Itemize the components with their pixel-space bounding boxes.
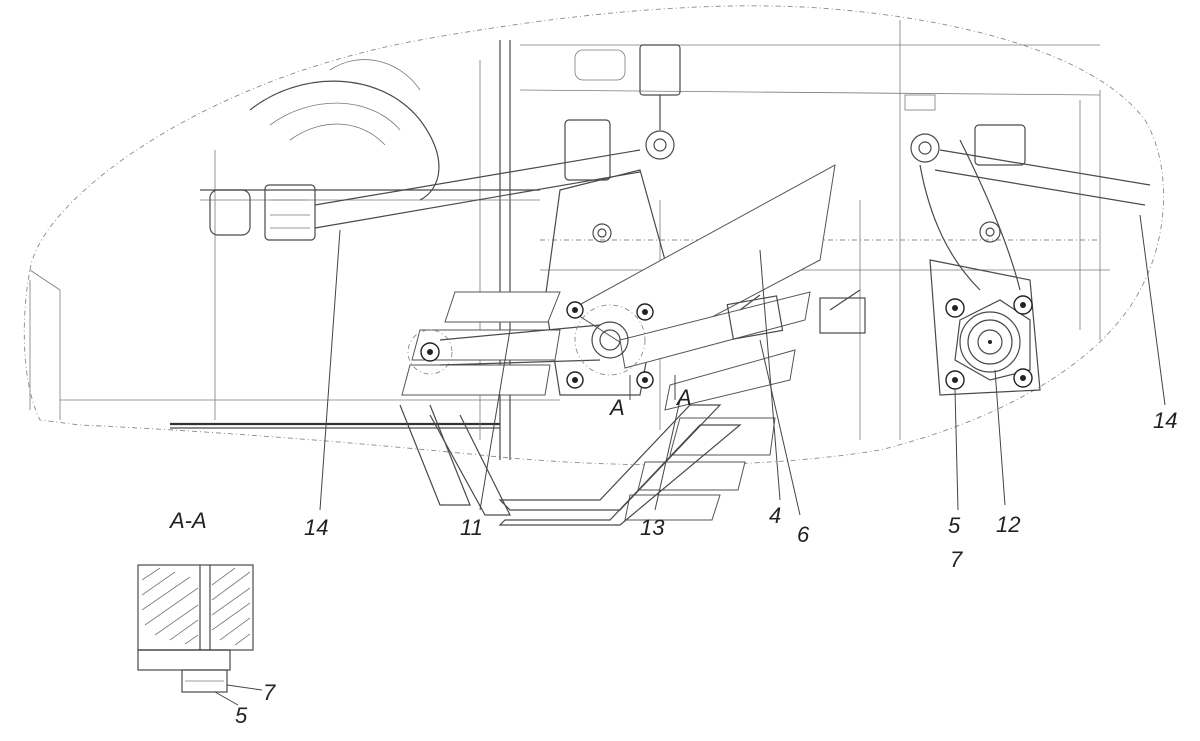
callout-panels: [399, 164, 836, 526]
section-marker-a-2: A: [675, 385, 692, 410]
callout-14-right: 14: [1153, 408, 1177, 433]
section-view-title: A-A: [168, 508, 207, 533]
section-hatch-left: [141, 567, 199, 645]
right-plate: [929, 221, 1041, 396]
section-view-a-a: A-A 7 5: [137, 508, 276, 728]
section-cut-markers: [629, 375, 676, 400]
section-callout-5: 5: [235, 703, 248, 728]
callout-5: 5: [948, 513, 961, 538]
section-callout-7: 7: [263, 680, 276, 705]
right-link-rod: [919, 139, 1151, 291]
right-hub: [945, 295, 1033, 390]
callout-6: 6: [797, 522, 810, 547]
callout-7: 7: [950, 547, 963, 572]
small-blocks: [726, 289, 866, 340]
upper-brackets: [564, 44, 1026, 181]
callout-11: 11: [460, 515, 483, 540]
callout-12: 12: [996, 512, 1020, 537]
callout-14-left: 14: [304, 515, 328, 540]
callout-labels: 14 14 11 13 4 6 5 7 12 A A: [304, 385, 1177, 572]
section-hatch-right: [211, 567, 251, 646]
central-hub: [566, 301, 654, 389]
leader-lines: [319, 214, 1166, 516]
callout-13: 13: [640, 515, 665, 540]
left-pivot: [407, 324, 601, 375]
callout-4: 4: [769, 503, 781, 528]
cutaway-outline: [23, 5, 1164, 466]
wheel-arc: [249, 59, 440, 201]
section-marker-a-1: A: [608, 395, 625, 420]
left-link-assembly: [209, 149, 641, 241]
